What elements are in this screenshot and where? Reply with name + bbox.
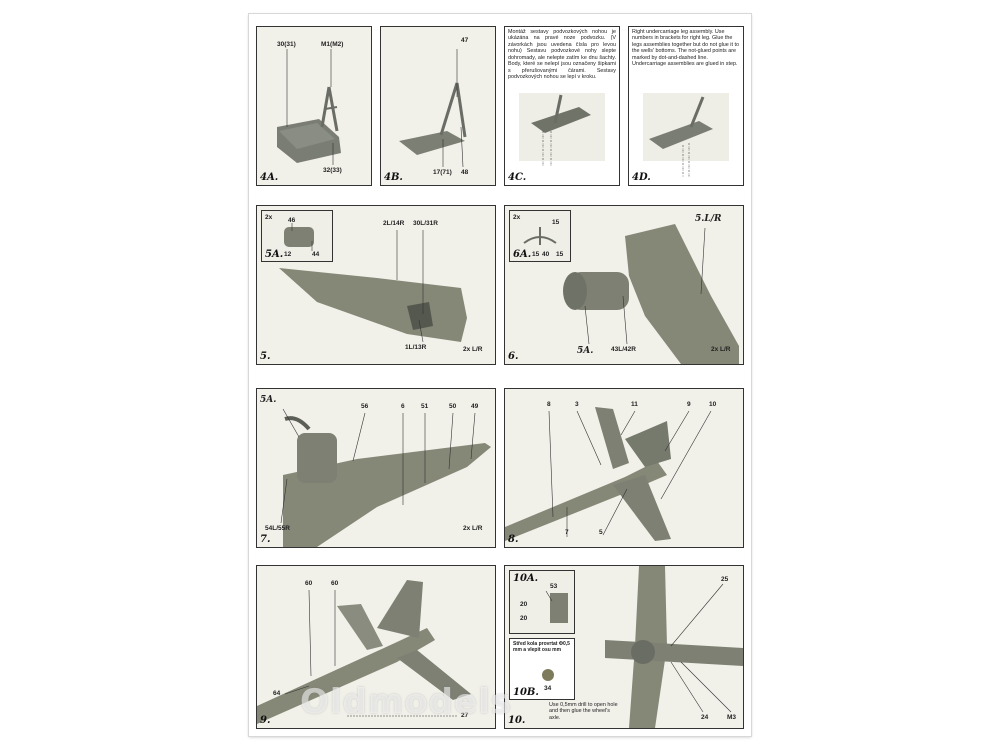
- panel-10-drawing: [605, 566, 743, 728]
- label-15-top: 15: [552, 219, 560, 226]
- panel-8: 8 3 11 9 10 7 5 8.: [504, 388, 744, 548]
- inset-step: 10B.: [513, 687, 539, 698]
- label-5a: 5A.: [577, 346, 594, 356]
- label-1l-13r: 1L/13R: [405, 344, 427, 351]
- label-24: 24: [701, 714, 709, 721]
- label-5: 5: [599, 529, 603, 536]
- quantity-label: 2x L/R: [463, 525, 483, 532]
- label-30-31: 30(31): [277, 41, 296, 48]
- label-54l-55r: 54L/55R: [265, 525, 290, 532]
- label-8: 8: [547, 401, 551, 408]
- assembly-note-en: Right undercarriage leg assembly. Use nu…: [632, 29, 739, 68]
- label-60-right: 60: [331, 580, 339, 587]
- label-3: 3: [575, 401, 579, 408]
- inset-6a: 2x 15 15 40 15 6A.: [509, 210, 571, 262]
- label-27: 27: [461, 712, 469, 719]
- step-number: 4A.: [260, 172, 279, 183]
- label-2l-14r: 2L/14R: [383, 220, 405, 227]
- assembly-note-cz: Montáž sestavy podvozkových nohou je uká…: [508, 29, 616, 81]
- watermark: Oldmodels: [300, 682, 512, 722]
- panel-4d: Right undercarriage leg assembly. Use nu…: [628, 26, 744, 186]
- panel-6: 2x 15 15 40 15 6A. 5.L/R 5A. 43L/42R 2x …: [504, 205, 744, 365]
- label-32-33: 32(33): [323, 167, 342, 174]
- panel-4b: 47 17(71) 48 4B.: [380, 26, 496, 186]
- label-m3: M3: [727, 714, 737, 721]
- label-50: 50: [449, 403, 457, 410]
- instruction-sheet: 30(31) M1(M2) 32(33) 4A. 47 17(71) 48 4B…: [249, 14, 751, 736]
- step-number: 4C.: [508, 172, 527, 183]
- step-number: 4D.: [632, 172, 651, 183]
- panel-7-drawing: [280, 408, 491, 547]
- label-51: 51: [421, 403, 429, 410]
- label-20-top: 20: [520, 601, 528, 608]
- inset-step: 10A.: [513, 573, 539, 584]
- label-48: 48: [461, 169, 469, 176]
- label-60-left: 60: [305, 580, 313, 587]
- step-number: 6.: [508, 351, 519, 362]
- panel-4a-drawing: [277, 49, 341, 165]
- step-number: 10.: [508, 715, 526, 726]
- panel-7: 5A. 56 6 51 50 49 54L/55R 2x L/R 7.: [256, 388, 496, 548]
- inset-10b: Střed kola provrtat Φ0,5 mm a vlepit osu…: [509, 638, 575, 700]
- label-30l-31r: 30L/31R: [413, 220, 438, 227]
- label-15-left: 15: [532, 251, 540, 258]
- label-6: 6: [401, 403, 405, 410]
- label-17-71: 17(71): [433, 169, 452, 176]
- panel-6-drawing: [563, 224, 739, 364]
- inset-step: 5A.: [265, 249, 284, 260]
- label-11: 11: [631, 401, 638, 408]
- step-number: 8.: [508, 534, 519, 545]
- panel-8-drawing: [505, 407, 712, 541]
- label-34: 34: [544, 685, 552, 692]
- label-15-right: 15: [556, 251, 564, 258]
- panel-4c-drawing: [519, 93, 605, 167]
- label-9: 9: [687, 401, 691, 408]
- panel-5: 2x 46 12 44 5A. 2L/14R 30L/31R 1L/13R 2x…: [256, 205, 496, 365]
- panel-4d-drawing: [643, 93, 729, 177]
- panel-5-drawing: [279, 230, 467, 343]
- panel-10: 10A. 53 20 20 Střed kola provrtat Φ0,5 m…: [504, 565, 744, 729]
- label-7: 7: [565, 529, 569, 536]
- label-46: 46: [288, 217, 296, 224]
- label-56: 56: [361, 403, 369, 410]
- inset-10a: 10A. 53 20 20: [509, 570, 575, 634]
- label-47: 47: [461, 37, 469, 44]
- label-10: 10: [709, 401, 717, 408]
- drill-note-cz: Střed kola provrtat Φ0,5 mm a vlepit osu…: [513, 641, 570, 653]
- label-12: 12: [284, 251, 292, 258]
- label-64: 64: [273, 690, 281, 697]
- label-44: 44: [312, 251, 320, 258]
- drill-note-en: Use 0,5mm drill to open hole and then gl…: [549, 702, 618, 721]
- inset-qty: 2x: [265, 214, 273, 221]
- label-5-lr: 5.L/R: [695, 214, 722, 224]
- panel-4c: Montáž sestavy podvozkových nohou je uká…: [504, 26, 620, 186]
- label-25: 25: [721, 576, 729, 583]
- label-43l-42r: 43L/42R: [611, 346, 636, 353]
- label-53: 53: [550, 583, 558, 590]
- panel-9-drawing: [257, 580, 471, 724]
- inset-step: 6A.: [513, 249, 532, 260]
- label-m1-m2: M1(M2): [321, 41, 344, 48]
- quantity-label: 2x L/R: [463, 346, 483, 353]
- step-number: 5.: [260, 351, 271, 362]
- inset-qty: 2x: [513, 214, 521, 221]
- quantity-label: 2x L/R: [711, 346, 731, 353]
- label-40: 40: [542, 251, 550, 258]
- panel-4b-drawing: [399, 49, 467, 168]
- label-20-bottom: 20: [520, 615, 528, 622]
- panel-4a: 30(31) M1(M2) 32(33) 4A.: [256, 26, 372, 186]
- step-number: 7.: [260, 534, 271, 545]
- step-number: 9.: [260, 715, 271, 726]
- panel-9: 60 60 64 27 9.: [256, 565, 496, 729]
- label-49: 49: [471, 403, 479, 410]
- label-5a: 5A.: [260, 395, 277, 405]
- inset-5a: 2x 46 12 44 5A.: [261, 210, 333, 262]
- step-number: 4B.: [384, 172, 403, 183]
